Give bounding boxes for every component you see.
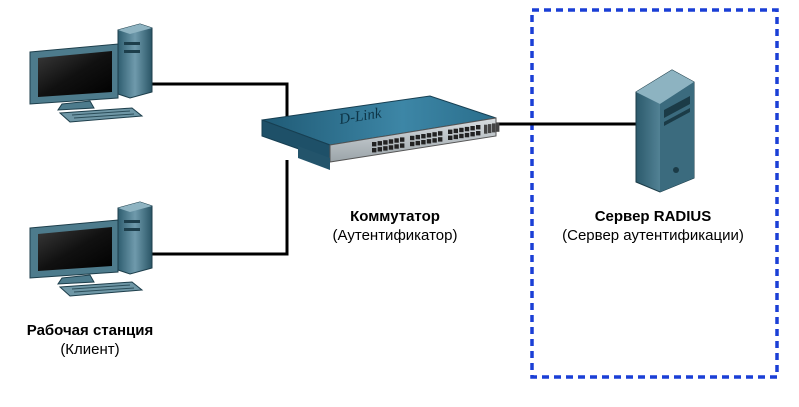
keyboard-icon xyxy=(58,281,144,297)
uplink-port xyxy=(496,122,500,132)
switch-port xyxy=(377,141,382,146)
uplink-port xyxy=(484,124,488,134)
switch-port xyxy=(415,140,420,146)
switch-port xyxy=(383,146,388,151)
switch-port xyxy=(470,126,475,131)
switch-port xyxy=(438,137,443,142)
switch-port xyxy=(426,133,432,138)
switch-subtitle: (Аутентификатор) xyxy=(332,227,458,244)
switch-label: Коммутатор (Аутентификатор) xyxy=(300,207,490,245)
switch-port xyxy=(421,140,426,145)
switch-port xyxy=(453,128,458,134)
switch-port xyxy=(448,135,453,140)
switch-port xyxy=(372,142,377,147)
server-zone-dashed-border xyxy=(530,8,779,379)
server-title: Сервер RADIUS xyxy=(594,208,712,225)
brand-logo-dlink: D-Link xyxy=(337,105,383,128)
tower-icon xyxy=(117,23,153,99)
workstation-icon-top xyxy=(29,23,153,123)
switch-port xyxy=(372,148,377,153)
switch-port xyxy=(459,133,464,139)
switch-port xyxy=(464,132,470,138)
switch-port xyxy=(476,125,481,130)
link-top-workstation-to-switch xyxy=(140,82,289,120)
switch-port xyxy=(459,127,464,133)
switch-port xyxy=(421,134,426,139)
switch-port xyxy=(432,138,437,143)
switch-port xyxy=(388,139,394,144)
switch-port xyxy=(400,143,405,148)
monitor-icon xyxy=(29,43,119,111)
switch-port xyxy=(476,131,481,136)
workstation-icon-bottom xyxy=(29,201,153,297)
switch-port xyxy=(470,132,475,137)
switch-port xyxy=(426,139,432,144)
switch-icon: D-Link xyxy=(261,95,500,170)
switch-port xyxy=(464,126,470,132)
tower-icon xyxy=(117,201,153,275)
switch-port xyxy=(448,129,453,134)
switch-port xyxy=(453,134,458,140)
link-bottom-workstation-to-switch xyxy=(140,160,289,256)
server-subtitle: (Сервер аутентификации) xyxy=(562,227,744,244)
switch-port xyxy=(383,140,388,145)
switch-port xyxy=(438,131,443,136)
port-array xyxy=(372,122,500,153)
uplink-port xyxy=(492,123,496,133)
monitor-icon xyxy=(29,219,119,285)
switch-port xyxy=(394,144,399,149)
switch-title: Коммутатор xyxy=(350,208,440,225)
switch-port xyxy=(410,141,415,147)
uplink-port xyxy=(488,124,492,134)
workstation-label: Рабочая станция (Клиент) xyxy=(0,321,180,359)
switch-port xyxy=(432,132,437,137)
workstation-subtitle: (Клиент) xyxy=(60,341,120,358)
server-icon xyxy=(635,69,695,193)
switch-port xyxy=(388,145,394,150)
switch-port xyxy=(410,135,415,141)
switch-port xyxy=(377,147,382,152)
server-label: Сервер RADIUS (Сервер аутентификации) xyxy=(528,207,778,245)
switch-port xyxy=(415,134,420,140)
keyboard-icon xyxy=(58,107,144,123)
workstation-title: Рабочая станция xyxy=(26,322,154,339)
switch-port xyxy=(394,138,399,143)
switch-port xyxy=(400,137,405,142)
